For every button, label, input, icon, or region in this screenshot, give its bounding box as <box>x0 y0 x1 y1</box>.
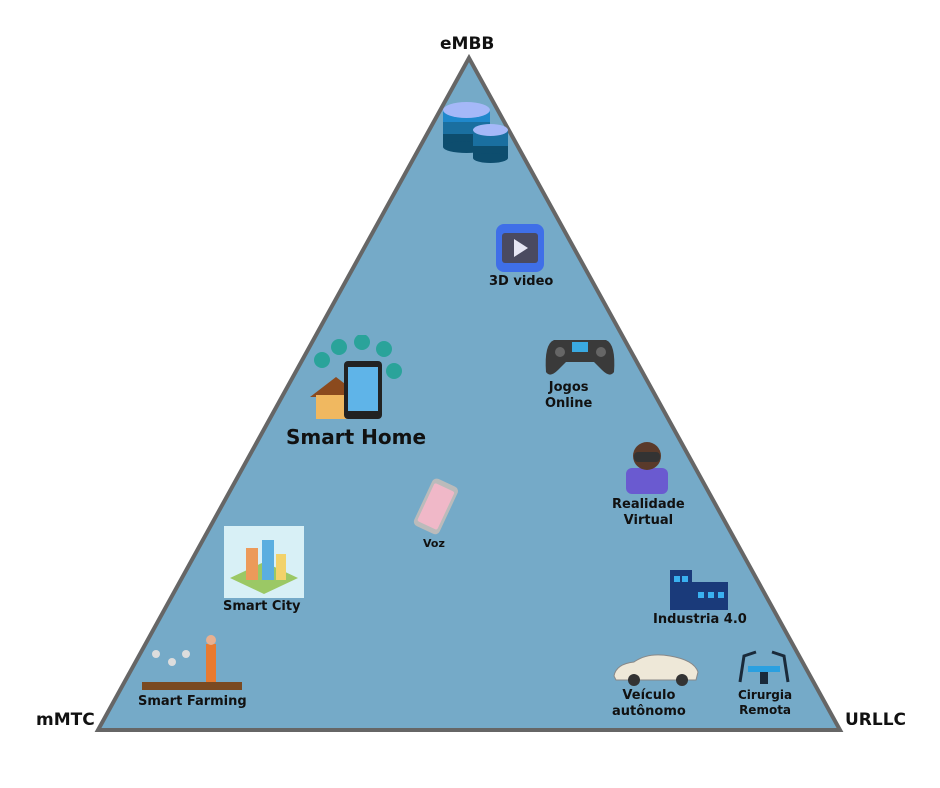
database-icon <box>443 102 508 163</box>
corner-embb: eMBB <box>440 34 495 54</box>
gamepad-icon <box>545 340 615 375</box>
label-smart-farming: Smart Farming <box>138 694 247 709</box>
corner-urllc: URLLC <box>845 710 907 730</box>
video-icon <box>496 224 544 272</box>
factory-icon <box>670 570 728 610</box>
vr-headset-icon <box>626 442 668 494</box>
label-3d-video: 3D video <box>489 274 554 289</box>
label-smart-home: Smart Home <box>286 425 427 449</box>
corner-mmtc: mMTC <box>36 710 95 730</box>
label-voz: Voz <box>423 537 445 550</box>
label-industria: Industria 4.0 <box>653 612 747 627</box>
smart-home-icon <box>310 335 402 419</box>
phone-voice-icon <box>413 478 458 535</box>
robotic-surgery-icon <box>738 650 790 684</box>
smart-city-icon <box>224 526 304 598</box>
car-icon <box>613 654 699 686</box>
label-smart-city: Smart City <box>223 599 301 614</box>
smart-farming-icon <box>142 635 242 690</box>
